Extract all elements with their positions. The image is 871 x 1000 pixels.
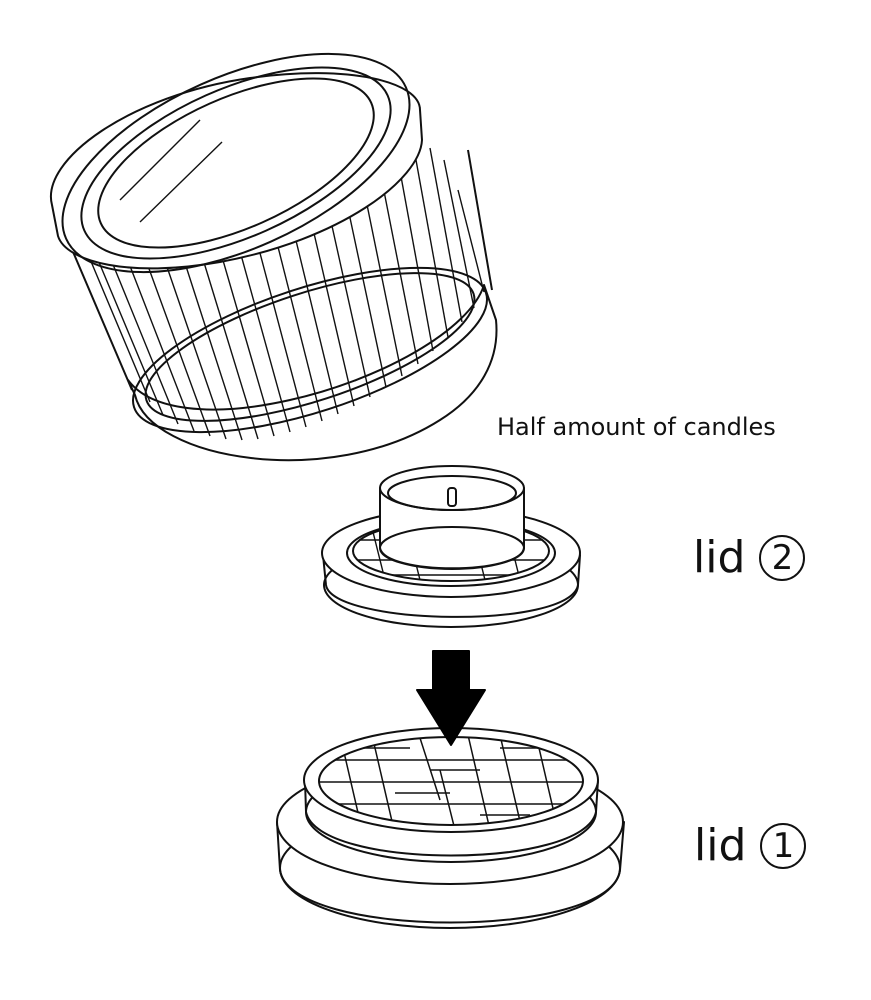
lid-1-label: lid 1 — [694, 820, 807, 871]
shade-glass — [97, 77, 375, 249]
down-arrow — [416, 650, 486, 746]
shade-top-rim — [61, 52, 411, 274]
lid-2-label: lid 2 — [693, 532, 806, 583]
cylinder-shade — [49, 52, 498, 462]
shade-bottom-ring — [127, 284, 498, 462]
shade-ribs — [81, 147, 485, 441]
tealight-candle — [379, 465, 525, 570]
lid-1-number-badge: 1 — [760, 822, 807, 869]
lid-1 — [276, 727, 625, 929]
candle-wick — [447, 487, 457, 507]
candle-caption: Half amount of candles — [497, 413, 776, 441]
lid-1-word: lid — [694, 820, 747, 871]
lid-2-number-badge: 2 — [759, 534, 806, 581]
lid-1-weave — [319, 737, 583, 825]
lid-2-word: lid — [693, 532, 746, 583]
shade-bottom-rim — [132, 266, 488, 434]
